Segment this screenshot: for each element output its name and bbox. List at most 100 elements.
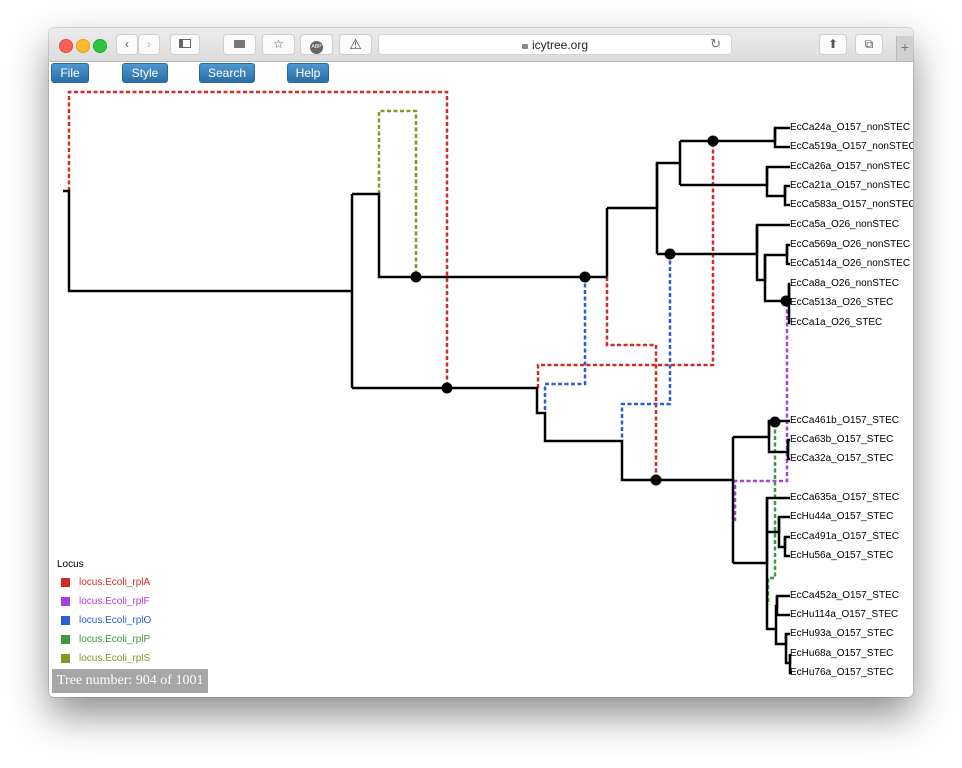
leaf-label[interactable]: EcCa5a_O26_nonSTEC <box>790 219 899 230</box>
new-tab-icon: + <box>900 39 910 55</box>
minimize-window-button[interactable] <box>76 39 90 53</box>
file-menu-button[interactable]: File <box>51 63 89 83</box>
leaf-label[interactable]: EcCa32a_O157_STEC <box>790 453 894 464</box>
tree-number-indicator: Tree number: 904 of 1001 <box>52 669 209 693</box>
leaf-label[interactable]: EcHu93a_O157_STEC <box>790 628 894 639</box>
forward-icon: › <box>147 37 151 51</box>
zoom-window-button[interactable] <box>93 39 107 53</box>
leaf-label[interactable]: EcCa26a_O157_nonSTEC <box>790 161 911 172</box>
leaf-label[interactable]: EcHu76a_O157_STEC <box>790 667 894 678</box>
style-menu-button[interactable]: Style <box>122 63 168 83</box>
leaf-label[interactable]: EcCa63b_O157_STEC <box>790 434 894 445</box>
search-menu-button[interactable]: Search <box>199 63 255 83</box>
tree-branch <box>774 629 790 646</box>
legend-title: Locus <box>57 559 84 570</box>
recombination-node[interactable] <box>410 271 422 283</box>
legend-item: locus.Ecoli_rplA <box>57 576 151 589</box>
recomb-edge-rplA <box>605 277 658 480</box>
browser-toolbar: ‹ › ☆ ABP ⚠ icytree.org ↻ ⬆ ⧉ + <box>49 28 913 62</box>
tree-branch <box>775 596 790 617</box>
tree-branch <box>657 223 790 256</box>
recombination-node[interactable] <box>707 135 719 147</box>
lock-icon <box>521 44 528 49</box>
adblock-button[interactable]: ABP <box>300 34 333 55</box>
recombination-node[interactable] <box>441 382 453 394</box>
leaf-label[interactable]: EcCa491a_O157_STEC <box>790 531 899 542</box>
legend-item: locus.Ecoli_rplO <box>57 614 151 627</box>
forward-button[interactable]: › <box>138 34 160 55</box>
leaf-label[interactable]: EcHu114a_O157_STEC <box>790 609 899 620</box>
bookmark-star-icon: ☆ <box>273 37 284 51</box>
recomb-edge-rplA <box>67 90 449 388</box>
close-window-button[interactable] <box>59 39 73 53</box>
leaf-label[interactable]: EcCa513a_O26_STEC <box>790 297 894 308</box>
tree-branch <box>352 192 607 279</box>
recomb-edge-rplA <box>536 141 715 388</box>
sidebar-button[interactable] <box>170 34 200 55</box>
tree-branch <box>785 245 790 266</box>
leaf-label[interactable]: EcCa24a_O157_nonSTEC <box>790 122 911 133</box>
help-menu-button[interactable]: Help <box>287 63 329 83</box>
tree-branch <box>733 496 790 565</box>
tree-branch <box>63 189 352 293</box>
back-button[interactable]: ‹ <box>116 34 138 55</box>
legend-label: locus.Ecoli_rplP <box>79 634 151 645</box>
warning-icon: ⚠ <box>349 36 362 52</box>
recombination-node[interactable] <box>664 248 676 260</box>
address-bar[interactable]: icytree.org ↻ <box>378 34 732 55</box>
bookmark-button[interactable]: ☆ <box>262 34 295 55</box>
legend-item: locus.Ecoli_rplF <box>57 595 151 608</box>
leaf-label[interactable]: EcCa514a_O26_nonSTEC <box>790 258 911 269</box>
tree-branch <box>680 165 790 187</box>
legend-item: locus.Ecoli_rplP <box>57 633 151 646</box>
leaf-label[interactable]: EcCa519a_O157_nonSTEC <box>790 141 913 152</box>
tree-branch <box>680 126 790 143</box>
recombination-node[interactable] <box>650 474 662 486</box>
folder-button[interactable] <box>223 34 256 55</box>
leaf-label[interactable]: EcCa635a_O157_STEC <box>790 492 899 503</box>
leaf-label[interactable]: EcCa1a_O26_STEC <box>790 317 883 328</box>
leaf-label[interactable]: EcCa583a_O157_nonSTEC <box>790 199 913 210</box>
url-text[interactable]: icytree.org <box>531 38 589 52</box>
legend-swatch <box>61 635 70 644</box>
leaf-label[interactable]: EcCa21a_O157_nonSTEC <box>790 180 911 191</box>
tree-branch <box>783 186 790 207</box>
recombination-node[interactable] <box>579 271 591 283</box>
back-icon: ‹ <box>125 37 129 51</box>
legend-label: locus.Ecoli_rplF <box>79 596 150 607</box>
new-tab-button[interactable]: + <box>896 36 913 61</box>
tree-branch <box>783 537 790 558</box>
recombination-node[interactable] <box>780 295 792 307</box>
legend-label: locus.Ecoli_rplO <box>79 615 152 626</box>
adblock-icon: ABP <box>310 41 323 54</box>
legend-swatch <box>61 654 70 663</box>
legend-label: locus.Ecoli_rplS <box>79 653 151 664</box>
leaf-label[interactable]: EcCa452a_O157_STEC <box>790 590 899 601</box>
recombination-node[interactable] <box>769 416 781 428</box>
tree-branch <box>773 128 790 149</box>
legend-label: locus.Ecoli_rplA <box>79 577 151 588</box>
recomb-edge-rplO <box>620 254 672 441</box>
warning-button[interactable]: ⚠ <box>339 34 372 55</box>
legend-swatch <box>61 616 70 625</box>
recomb-edge-rplF <box>733 303 789 521</box>
recomb-edge-rplS <box>377 109 418 277</box>
leaf-label[interactable]: EcHu56a_O157_STEC <box>790 550 894 561</box>
tree-branch <box>786 440 790 461</box>
leaf-label[interactable]: EcHu44a_O157_STEC <box>790 511 894 522</box>
tree-branch <box>755 225 790 282</box>
leaf-label[interactable]: EcCa8a_O26_nonSTEC <box>790 278 899 289</box>
tabs-overview-button[interactable]: ⧉ <box>855 34 883 55</box>
legend-swatch <box>61 578 70 587</box>
tree-branch <box>733 419 790 439</box>
leaf-label[interactable]: EcCa461b_O157_STEC <box>790 415 899 426</box>
leaf-label[interactable]: EcHu68a_O157_STEC <box>790 648 894 659</box>
leaf-label[interactable]: EcCa569a_O26_nonSTEC <box>790 239 911 250</box>
folder-icon <box>234 40 245 48</box>
share-button[interactable]: ⬆ <box>819 34 847 55</box>
reload-icon[interactable]: ↻ <box>710 36 721 51</box>
sidebar-icon <box>179 39 191 48</box>
tree-branch <box>607 161 680 210</box>
phylogenetic-tree <box>63 90 792 675</box>
